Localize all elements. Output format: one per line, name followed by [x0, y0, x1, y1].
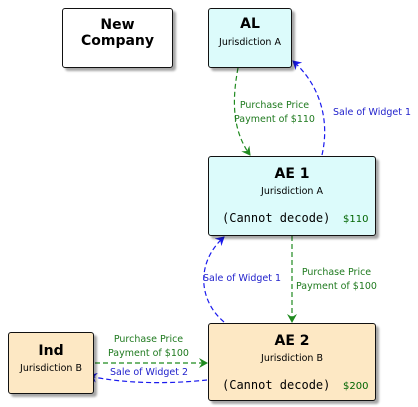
- node-new-company: New Company: [62, 8, 173, 68]
- node-jurisdiction: Jurisdiction A: [219, 37, 281, 48]
- edge-label-line: Purchase Price: [239, 100, 310, 111]
- edge-label-line: Purchase Price: [113, 334, 184, 345]
- arrow-al-to-ae1-payment: [233, 67, 251, 156]
- edge-label-ae1-to-ae2: Purchase Price Payment of $100: [296, 266, 377, 294]
- edge-label-line: Purchase Price: [301, 267, 372, 278]
- node-title: New Company: [80, 17, 155, 49]
- edge-label-line: Payment of $100: [296, 281, 377, 292]
- edge-label-line: Sale of Widget 1: [333, 107, 412, 118]
- edge-label-ae2-to-ae1: Sale of Widget 1: [203, 272, 281, 286]
- node-jurisdiction: Jurisdiction B: [261, 353, 323, 364]
- arrow-ae1-to-al-widget: [292, 60, 326, 156]
- edge-label-ae1-to-al: Sale of Widget 1: [333, 106, 411, 120]
- cannot-decode-text: (Cannot decode): [222, 211, 331, 225]
- node-ae1: AE 1 Jurisdiction A (Cannot decode) $110: [208, 156, 376, 236]
- node-jurisdiction: Jurisdiction A: [261, 186, 323, 197]
- cannot-decode-text: (Cannot decode): [222, 378, 331, 392]
- node-al: AL Jurisdiction A: [208, 8, 292, 68]
- edge-label-line: Sale of Widget 1: [203, 273, 282, 284]
- arrow-ae2-to-ae1-widget: [203, 236, 225, 323]
- edge-label-ae2-to-ind: Sale of Widget 2: [110, 366, 188, 380]
- arrow-ae2-to-ind-widget: [88, 372, 208, 384]
- edge-label-al-to-ae1: Purchase Price Payment of $110: [234, 99, 315, 127]
- amount-value: $110: [343, 214, 369, 225]
- node-title: Ind: [38, 343, 64, 359]
- node-title: AL: [240, 16, 260, 32]
- node-title: AE 1: [274, 166, 310, 182]
- amount-value: $200: [343, 381, 369, 392]
- edge-label-ind-to-ae2: Purchase Price Payment of $100: [108, 333, 189, 361]
- node-jurisdiction: Jurisdiction B: [20, 363, 82, 374]
- node-ae2: AE 2 Jurisdiction B (Cannot decode) $200: [208, 323, 376, 401]
- edge-label-line: Sale of Widget 2: [110, 367, 189, 378]
- edge-label-line: Payment of $110: [234, 114, 315, 125]
- node-title: AE 2: [274, 333, 310, 349]
- node-ind: Ind Jurisdiction B: [8, 332, 94, 394]
- edge-label-line: Payment of $100: [108, 348, 189, 359]
